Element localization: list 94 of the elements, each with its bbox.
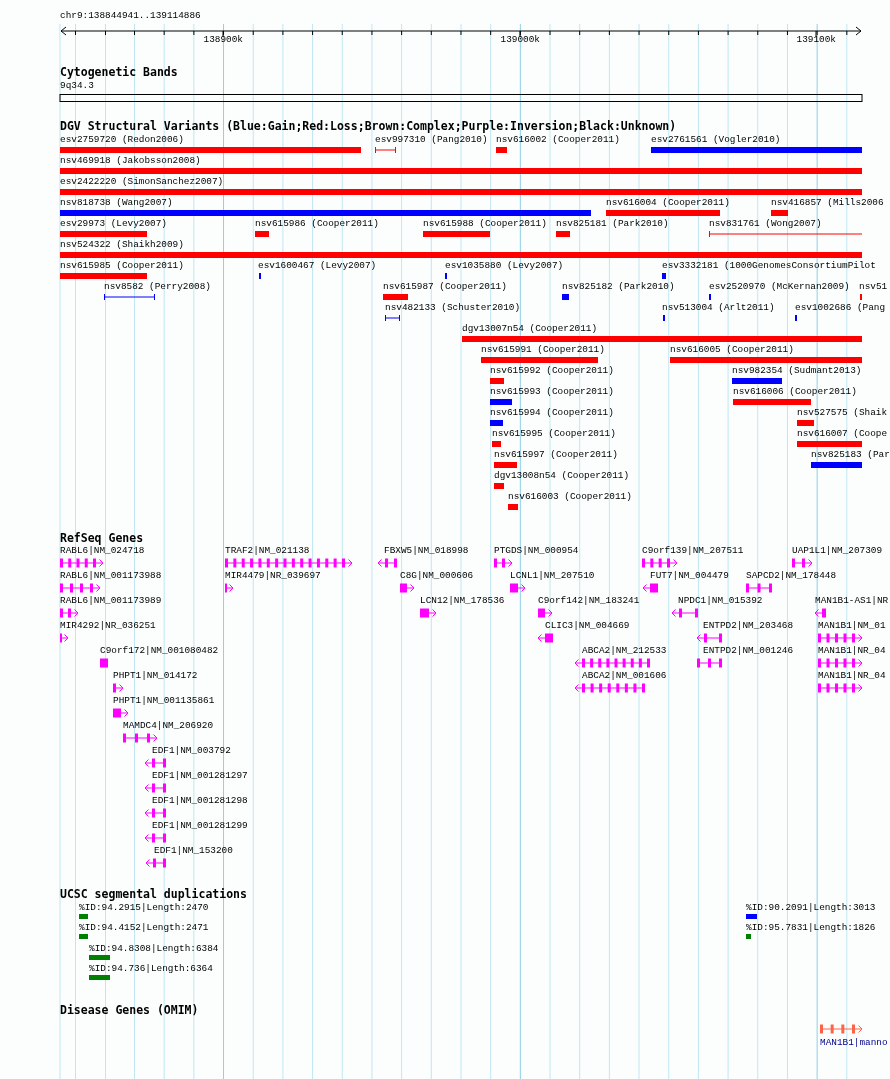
gene-label: ABCA2|NM_001606 [582,670,667,681]
gene-label: CLIC3|NM_004669 [545,620,630,631]
variant-label: esv2422220 (SimonSanchez2007) [60,176,224,187]
variant-label: nsv51 [859,281,888,292]
track-title: Disease Genes (OMIM) [60,1004,199,1017]
variant-label: nsv616007 (Coope [797,428,887,439]
track-title: RefSeq Genes [60,532,144,545]
gene-label: FBXW5|NM_018998 [384,545,469,556]
variant-label: esv2759720 (Redon2006) [60,134,184,145]
gene-label: EDF1|NM_003792 [152,745,231,756]
variant-label: esv29973 (Levy2007) [60,218,167,229]
variant-label: nsv482133 (Schuster2010) [385,302,521,313]
disease-gene-label: MAN1B1|manno [820,1037,888,1048]
variant-label: nsv615994 (Cooper2011) [490,407,614,418]
track-title: UCSC segmental duplications [60,888,247,901]
track-title: Cytogenetic Bands [60,66,178,79]
gene-label: C8G|NM_000606 [400,570,474,581]
variant-label: nsv416857 (Mills2006 [771,197,884,208]
gene-label: PTGDS|NM_000954 [494,545,579,556]
track-title: DGV Structural Variants (Blue:Gain;Red:Loss;Brown:Complex;Purple:Inversion;Black:Unknown) [60,120,677,133]
variant-label: nsv8582 (Perry2008) [104,281,211,292]
duplication-label: %ID:94.736|Length:6364 [89,963,213,974]
variant-label: nsv616005 (Cooper2011) [670,344,794,355]
variant-label: esv3332181 (1000GenomesConsortiumPilot [662,260,876,271]
variant-label: nsv616002 (Cooper2011) [496,134,620,145]
gene-label: MIR4479|NR_039697 [225,570,321,581]
gene-label: C9orf142|NM_183241 [538,595,640,606]
gene-label: NPDC1|NM_015392 [678,595,763,606]
variant-label: esv997310 (Pang2010) [375,134,488,145]
variant-label: nsv524322 (Shaikh2009) [60,239,184,250]
duplication-label: %ID:90.2091|Length:3013 [746,902,876,913]
variant-label: nsv615992 (Cooper2011) [490,365,614,376]
duplication-label: %ID:94.4152|Length:2471 [79,922,209,933]
gene-label: UAP1L1|NM_207309 [792,545,882,556]
variant-label: nsv825183 (Par [811,449,890,460]
gene-label: MAN1B1-AS1|NR [815,595,889,606]
duplication-label: %ID:94.2915|Length:2470 [79,902,209,913]
variant-label: esv1600467 (Levy2007) [258,260,377,271]
duplication-label: %ID:95.7831|Length:1826 [746,922,876,933]
gene-label: MAN1B1|NM_01 [818,620,886,631]
gene-label: LCNL1|NM_207510 [510,570,595,581]
variant-label: nsv615988 (Cooper2011) [423,218,547,229]
variant-label: nsv513004 (Arlt2011) [662,302,775,313]
gene-label: MAMDC4|NM_206920 [123,720,213,731]
coordinate-label: chr9:138844941..139114886 [60,10,201,21]
gene-label: PHPT1|NM_001135861 [113,695,215,706]
duplication-label: %ID:94.8308|Length:6384 [89,943,219,954]
gene-label: RABL6|NM_001173989 [60,595,162,606]
scale-label: 139000k [500,34,540,45]
variant-label: nsv527575 (Shaik [797,407,887,418]
variant-label: nsv615986 (Cooper2011) [255,218,379,229]
gene-label: FUT7|NM_004479 [650,570,729,581]
gene-label: EDF1|NM_001281299 [152,820,248,831]
gene-label: PHPT1|NM_014172 [113,670,198,681]
band-label: 9q34.3 [60,80,94,91]
variant-label: nsv615991 (Cooper2011) [481,344,605,355]
gene-label: RABL6|NM_001173988 [60,570,162,581]
gene-label: C9orf172|NM_001080482 [100,645,219,656]
variant-label: nsv616006 (Cooper2011) [733,386,857,397]
gene-label: ENTPD2|NM_001246 [703,645,793,656]
variant-label: nsv616004 (Cooper2011) [606,197,730,208]
gene-label: ABCA2|NM_212533 [582,645,667,656]
gene-label: ENTPD2|NM_203468 [703,620,793,631]
variant-label: nsv469918 (Jakobsson2008) [60,155,201,166]
gene-label: MAN1B1|NR_04 [818,645,886,656]
variant-label: nsv825182 (Park2010) [562,281,675,292]
variant-label: esv2520970 (McKernan2009) [709,281,850,292]
variant-label: dgv13008n54 (Cooper2011) [494,470,630,481]
gene-label: EDF1|NM_001281297 [152,770,248,781]
variant-label: nsv615995 (Cooper2011) [492,428,616,439]
variant-label: nsv615997 (Cooper2011) [494,449,618,460]
scale-label: 138900k [203,34,243,45]
variant-label: nsv615993 (Cooper2011) [490,386,614,397]
gene-label: LCN12|NM_178536 [420,595,505,606]
gene-label: MAN1B1|NR_04 [818,670,886,681]
variant-label: esv1002686 (Pang [795,302,885,313]
gene-label: C9orf139|NM_207511 [642,545,744,556]
variant-label: nsv616003 (Cooper2011) [508,491,632,502]
gene-label: EDF1|NM_153200 [154,845,233,856]
variant-label: nsv831761 (Wong2007) [709,218,822,229]
variant-label: nsv615987 (Cooper2011) [383,281,507,292]
variant-label: dgv13007n54 (Cooper2011) [462,323,598,334]
variant-label: nsv825181 (Park2010) [556,218,669,229]
variant-label: nsv818738 (Wang2007) [60,197,173,208]
variant-label: esv2761561 (Vogler2010) [651,134,781,145]
variant-label: nsv982354 (Sudmant2013) [732,365,862,376]
variant-label: nsv615985 (Cooper2011) [60,260,184,271]
gene-label: RABL6|NM_024718 [60,545,145,556]
scale-label: 139100k [796,34,836,45]
gene-label: SAPCD2|NM_178448 [746,570,836,581]
gene-label: TRAF2|NM_021138 [225,545,310,556]
variant-label: esv1035880 (Levy2007) [445,260,564,271]
gene-label: EDF1|NM_001281298 [152,795,248,806]
gene-label: MIR4292|NR_036251 [60,620,156,631]
